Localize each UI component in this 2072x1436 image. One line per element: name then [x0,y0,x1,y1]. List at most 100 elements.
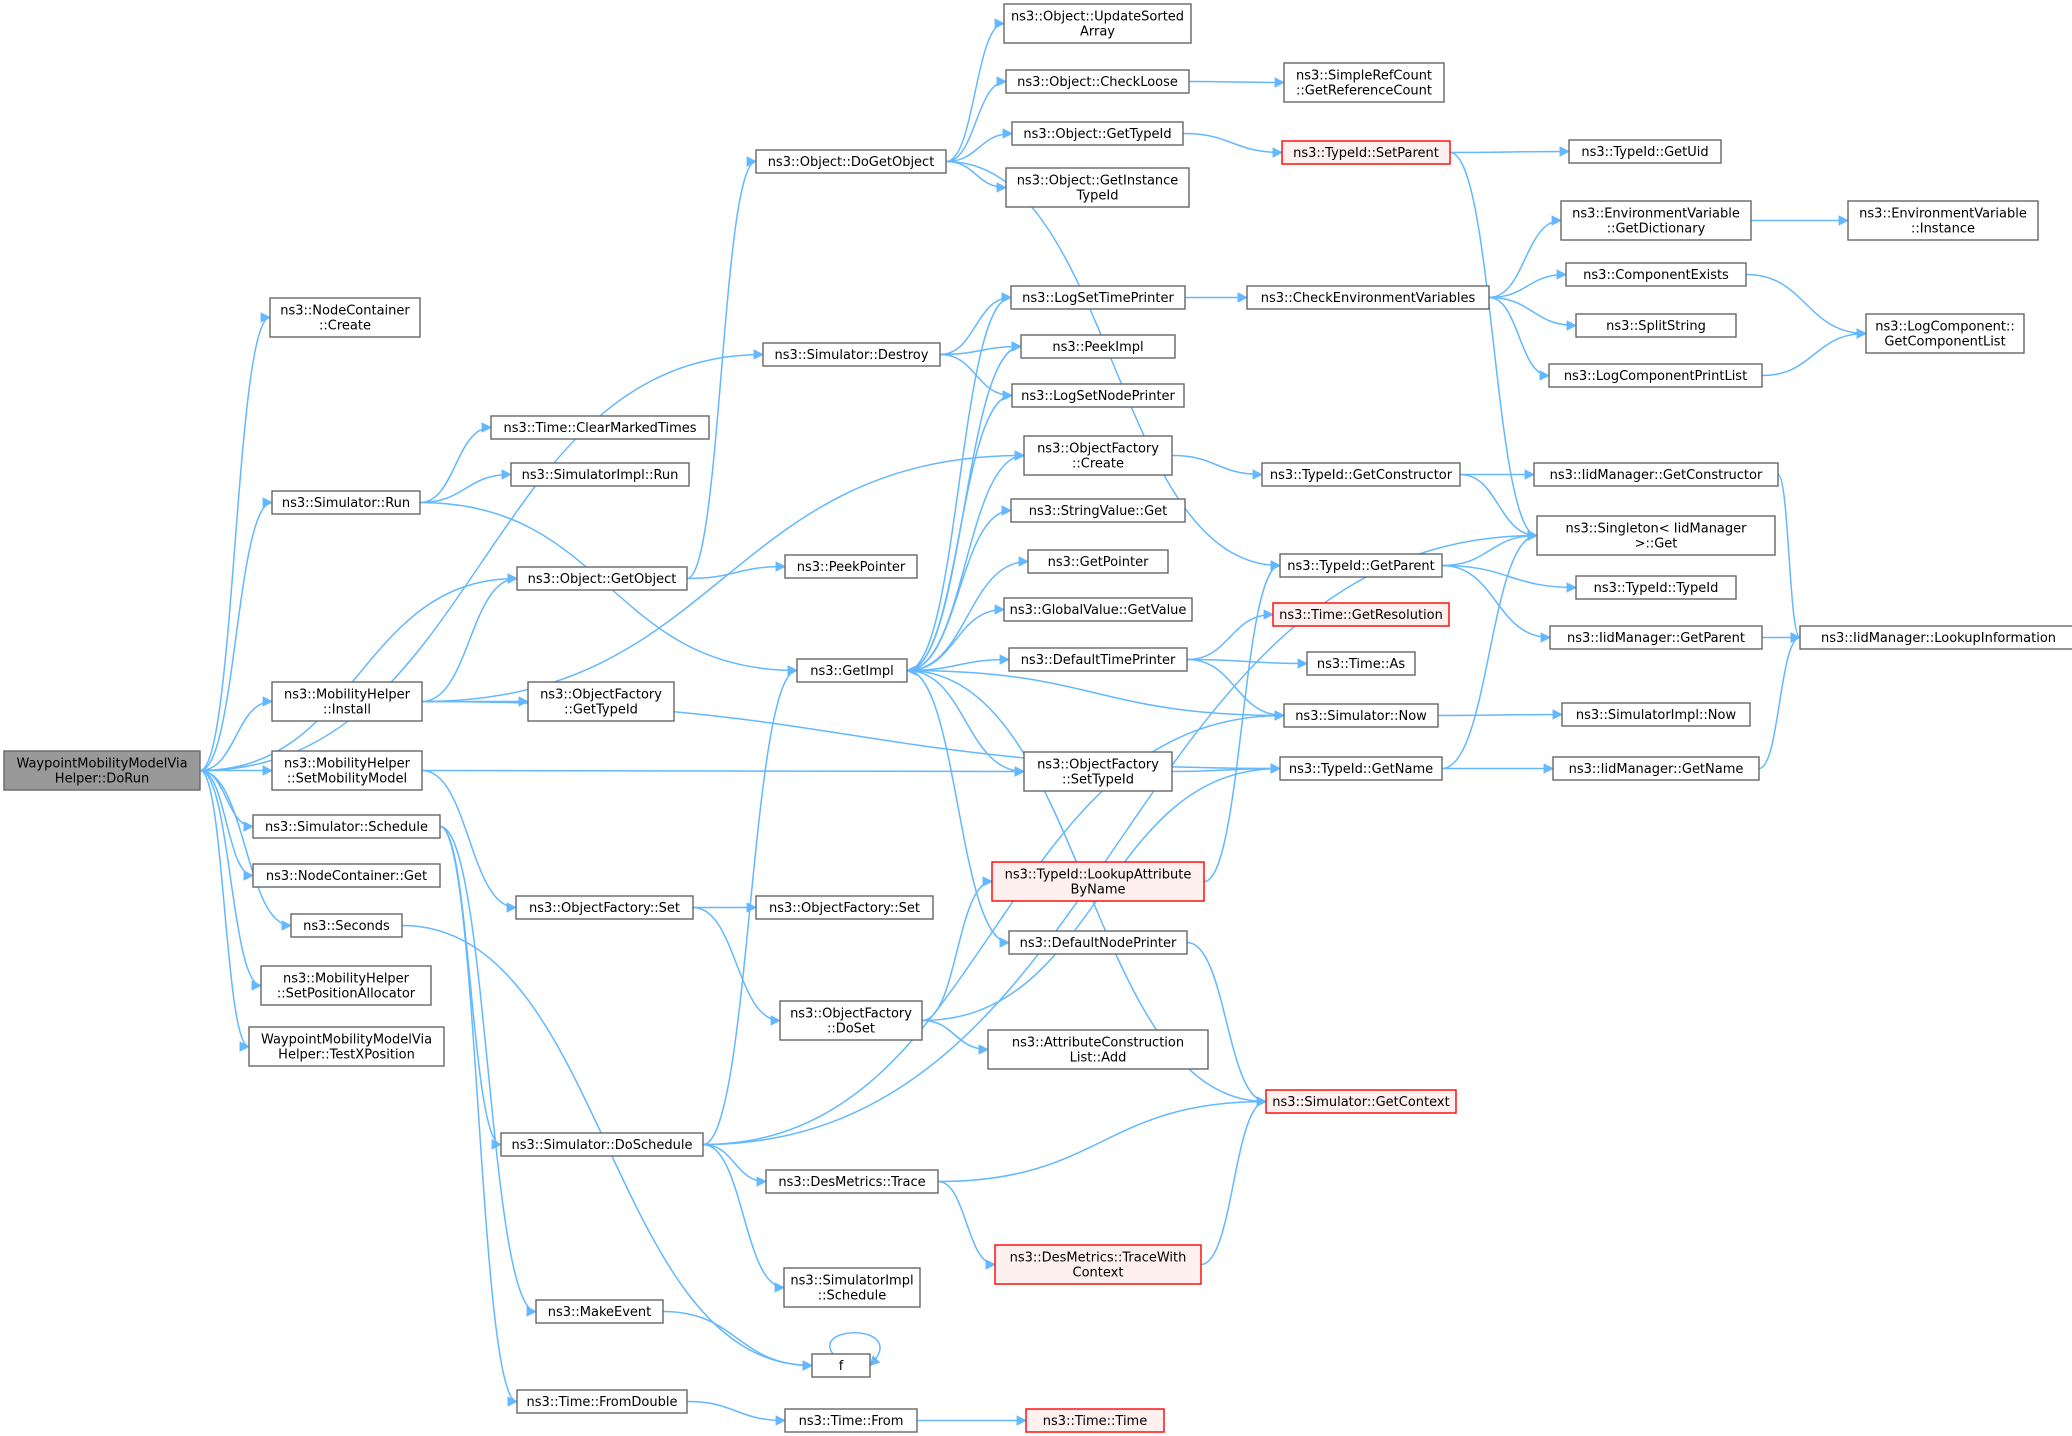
node-iid-getname[interactable]: ns3::IidManager::GetName [1552,756,1760,781]
node-label-line: ns3::Time::From [799,1414,904,1429]
node-label-line: ::GetReferenceCount [1296,84,1432,99]
node-gv-getvalue[interactable]: ns3::GlobalValue::GetValue [1003,597,1193,622]
node-time-clear[interactable]: ns3::Time::ClearMarkedTimes [490,415,710,440]
node-of-settypeid[interactable]: ns3::ObjectFactory::SetTypeId [1023,751,1173,792]
node-deftimeprinter[interactable]: ns3::DefaultTimePrinter [1008,647,1188,672]
node-box [1536,515,1776,556]
node-typeid-getuid[interactable]: ns3::TypeId::GetUid [1568,139,1722,164]
node-box [490,415,710,440]
node-sim-now[interactable]: ns3::Simulator::Now [1283,703,1439,728]
node-label-line: ns3::SimulatorImpl [790,1274,913,1289]
edge-root-to-testx [199,769,251,1052]
node-logsettime[interactable]: ns3::LogSetTimePrinter [1010,285,1186,310]
node-sim-getcontext[interactable]: ns3::Simulator::GetContext [1265,1089,1457,1114]
node-envvar-instance[interactable]: ns3::EnvironmentVariable::Instance [1847,200,2039,241]
node-label-line: Array [1080,25,1115,40]
node-sim-doschedule[interactable]: ns3::Simulator::DoSchedule [500,1132,704,1157]
node-of-set[interactable]: ns3::ObjectFactory::Set [515,895,694,920]
node-obj-dogetobject[interactable]: ns3::Object::DoGetObject [755,149,947,174]
node-label-line: ns3::NodeContainer::Get [266,869,427,884]
node-of-gettypeid[interactable]: ns3::ObjectFactory::GetTypeId [527,681,675,722]
node-typeid-getname[interactable]: ns3::TypeId::GetName [1279,756,1443,781]
node-stringvalue-get[interactable]: ns3::StringValue::Get [1010,498,1186,523]
node-getpointer[interactable]: ns3::GetPointer [1027,549,1169,574]
node-label-line: ns3::Object::CheckLoose [1017,75,1178,90]
edge-of_create-to-typeid_getconstructor [1171,454,1264,480]
edge-getimpl-to-logsettime [906,292,1013,672]
node-defnodeprinter[interactable]: ns3::DefaultNodePrinter [1008,930,1188,955]
node-label-line: WaypointMobilityModelVia [261,1033,432,1048]
edge-logcompprint-to-logcomp_getlist [1761,328,1868,377]
edge-sim_doschedule-to-sim_now [702,710,1286,1146]
node-getimpl[interactable]: ns3::GetImpl [796,658,908,683]
node-seconds[interactable]: ns3::Seconds [290,913,403,938]
node-typeid-typeid[interactable]: ns3::TypeId::TypeId [1575,575,1737,600]
node-box [762,342,941,367]
node-simimpl-now[interactable]: ns3::SimulatorImpl::Now [1561,702,1751,727]
node-time-from[interactable]: ns3::Time::From [784,1408,918,1433]
edge-obj_dogetobject-to-obj_update [945,18,1006,163]
node-box [527,681,675,722]
node-mob-install[interactable]: ns3::MobilityHelper::Install [271,681,423,722]
node-time-time[interactable]: ns3::Time::Time [1025,1408,1165,1433]
node-iid-lookupinfo[interactable]: ns3::IidManager::LookupInformation [1799,625,2072,650]
node-desm-trace[interactable]: ns3::DesMetrics::Trace [765,1169,939,1194]
node-label-line: ns3::LogSetNodePrinter [1021,389,1175,404]
node-singleton-get[interactable]: ns3::Singleton< IidManager>::Get [1536,515,1776,556]
node-testx[interactable]: WaypointMobilityModelViaHelper::TestXPos… [248,1026,445,1067]
edge-time_fromdouble-to-time_from [686,1400,787,1426]
node-simimpl-run[interactable]: ns3::SimulatorImpl::Run [510,462,690,487]
node-compexists[interactable]: ns3::ComponentExists [1565,262,1747,287]
node-time-getres[interactable]: ns3::Time::GetResolution [1272,602,1450,627]
node-envvar-getdict[interactable]: ns3::EnvironmentVariable::GetDictionary [1560,200,1752,241]
node-splitstring[interactable]: ns3::SplitString [1575,313,1737,338]
node-label-line: ns3::LogSetTimePrinter [1022,291,1174,306]
node-iid-getparent[interactable]: ns3::IidManager::GetParent [1549,625,1763,650]
node-peekimpl[interactable]: ns3::PeekImpl [1020,334,1176,359]
edge-mob_setmodel-to-of_set [421,769,518,913]
node-simimpl-schedule[interactable]: ns3::SimulatorImpl::Schedule [783,1267,921,1308]
node-f[interactable]: f [811,1353,871,1378]
node-peekpointer[interactable]: ns3::PeekPointer [784,554,918,579]
edge-root-to-seconds [199,769,293,931]
node-time-as[interactable]: ns3::Time::As [1306,651,1416,676]
node-of-doset[interactable]: ns3::ObjectFactory::DoSet [779,1000,923,1041]
node-nc-get[interactable]: ns3::NodeContainer::Get [252,863,441,888]
node-simplerefcount[interactable]: ns3::SimpleRefCount::GetReferenceCount [1283,62,1445,103]
node-checkenv[interactable]: ns3::CheckEnvironmentVariables [1246,285,1490,310]
edge-getimpl-to-gv_getvalue [906,604,1006,672]
node-obj-checkloose[interactable]: ns3::Object::CheckLoose [1005,69,1190,94]
node-label-line: ns3::IidManager::GetConstructor [1550,468,1763,483]
node-sim-run[interactable]: ns3::Simulator::Run [271,490,421,515]
node-mob-setpos[interactable]: ns3::MobilityHelper::SetPositionAllocato… [260,965,432,1006]
node-makeevent[interactable]: ns3::MakeEvent [535,1299,664,1324]
edge-makeevent-to-f [662,1310,814,1371]
node-mob-setmodel[interactable]: ns3::MobilityHelper::SetMobilityModel [271,750,423,791]
node-obj-getobject[interactable]: ns3::Object::GetObject [516,566,688,591]
node-logcomp-getlist[interactable]: ns3::LogComponent::GetComponentList [1865,313,2025,354]
node-label-line: ns3::MobilityHelper [284,688,411,703]
node-typeid-getparent[interactable]: ns3::TypeId::GetParent [1279,553,1443,578]
node-of-set2[interactable]: ns3::ObjectFactory::Set [755,895,934,920]
node-typeid-setparent[interactable]: ns3::TypeId::SetParent [1281,140,1451,165]
node-box [1265,1089,1457,1114]
edge-sim_now-to-getimpl [905,665,1285,717]
node-nc-create[interactable]: ns3::NodeContainer::Create [269,297,421,338]
node-of-create[interactable]: ns3::ObjectFactory::Create [1023,435,1173,476]
node-label-line: ns3::Object::GetObject [528,572,677,587]
node-sim-schedule[interactable]: ns3::Simulator::Schedule [252,814,441,839]
node-typeid-getconstructor[interactable]: ns3::TypeId::GetConstructor [1261,462,1461,487]
edge-getimpl-to-of_create [906,450,1026,672]
node-sim-destroy[interactable]: ns3::Simulator::Destroy [762,342,941,367]
node-time-fromdouble[interactable]: ns3::Time::FromDouble [516,1389,688,1414]
node-logsetnode[interactable]: ns3::LogSetNodePrinter [1011,383,1185,408]
node-logcompprint[interactable]: ns3::LogComponentPrintList [1548,363,1763,388]
node-iid-getconstructor[interactable]: ns3::IidManager::GetConstructor [1533,462,1779,487]
node-obj-gettypeid[interactable]: ns3::Object::GetTypeId [1011,121,1184,146]
